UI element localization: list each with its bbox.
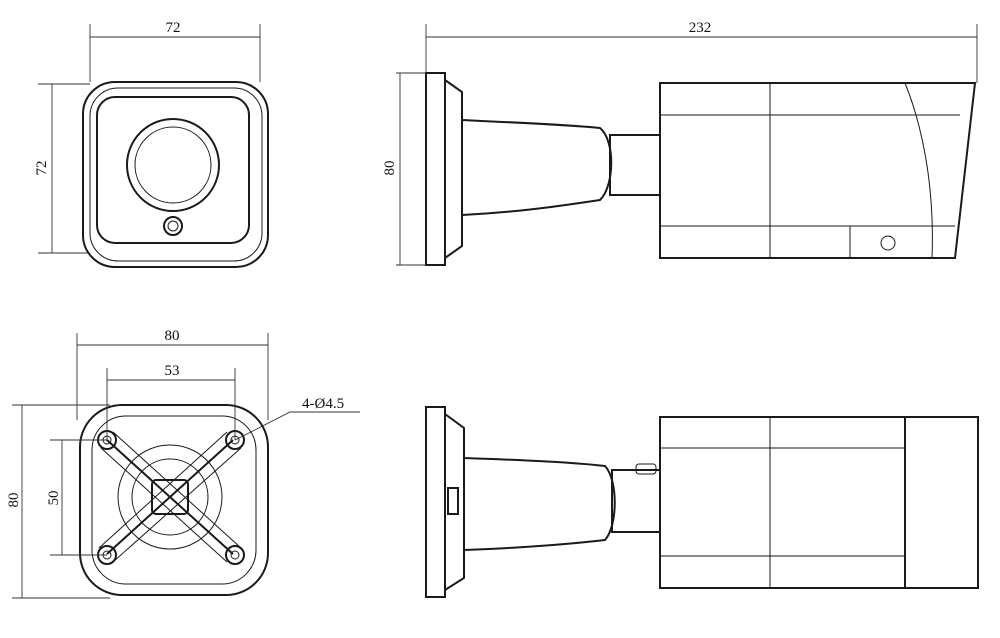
base-hole-spacing-y-dim: 50 xyxy=(46,491,62,506)
front-view: 72 72 xyxy=(34,20,269,268)
base-width-dim: 80 xyxy=(165,328,180,344)
hole-callout: 4-Ø4.5 xyxy=(302,396,344,412)
base-hole-spacing-x-dim: 53 xyxy=(165,363,180,379)
side-view: 232 80 xyxy=(382,20,978,266)
mount-base-view: 80 53 80 50 4-Ø4.5 xyxy=(6,328,360,599)
bottom-view xyxy=(425,406,979,598)
side-mount-height-dim: 80 xyxy=(382,161,398,176)
side-length-dim: 232 xyxy=(689,20,712,36)
front-width-dim: 72 xyxy=(166,20,181,36)
base-height-dim: 80 xyxy=(6,493,22,508)
front-height-dim: 72 xyxy=(34,161,50,176)
